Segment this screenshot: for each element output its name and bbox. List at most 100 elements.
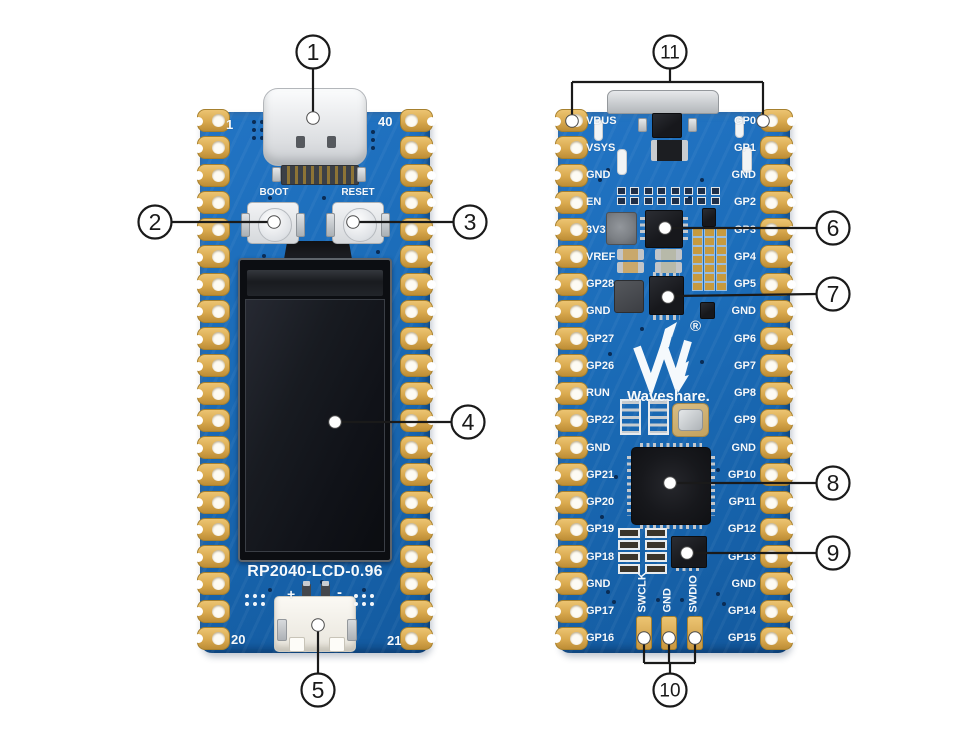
front-board-pad	[400, 517, 436, 541]
pad-grid-cell	[704, 264, 715, 273]
pad-hole	[405, 277, 418, 291]
ic-footprint	[648, 399, 669, 435]
pad-castellation	[427, 116, 436, 126]
pad-castellation	[552, 498, 561, 507]
pad-castellation	[427, 498, 436, 507]
battery-clip-left	[277, 619, 287, 641]
front-pin20-number: 20	[231, 632, 246, 647]
jumper-pad	[643, 187, 653, 195]
rp2040-pins-top	[640, 443, 702, 448]
silk-dot	[261, 594, 265, 598]
via-dot	[700, 360, 704, 364]
pad-castellation	[552, 334, 561, 344]
pad-castellation	[552, 634, 561, 644]
pad-grid-cell	[692, 255, 703, 264]
via-dot	[376, 250, 380, 254]
pad-castellation	[427, 307, 436, 317]
pad-hole	[765, 141, 778, 155]
boot-button[interactable]	[241, 202, 305, 244]
sot23-transistor	[702, 208, 716, 227]
pad-castellation	[787, 470, 796, 480]
pad-castellation	[194, 634, 203, 644]
pad-castellation	[552, 607, 561, 616]
pad-hole	[212, 250, 225, 264]
pin-label-gp27-left-8: GP27	[586, 332, 615, 345]
pad-hole	[405, 359, 418, 373]
front-pin40-number: 40	[378, 114, 393, 129]
pad-hole	[570, 468, 583, 482]
front-board-pad	[194, 109, 230, 132]
back-board-pad	[552, 109, 588, 132]
pad-hole	[765, 250, 778, 264]
pad-castellation	[552, 389, 561, 398]
pad-castellation	[787, 171, 796, 180]
boot-button-cap[interactable]	[258, 208, 292, 242]
resistor	[618, 552, 640, 562]
back-board-pad	[760, 408, 796, 432]
back-board-pad	[760, 381, 796, 405]
swd-label-gnd: GND	[661, 588, 674, 613]
silk-dot	[370, 594, 374, 598]
pin-label-gp28-left-6: GP28	[586, 278, 615, 290]
pad-castellation	[194, 416, 203, 426]
pad-grid-cell	[704, 228, 715, 237]
lcd-screen	[245, 299, 385, 552]
pad-hole	[570, 413, 583, 427]
pad-castellation	[552, 225, 561, 235]
jumper-pad	[630, 197, 640, 205]
smd-pad	[594, 119, 603, 141]
pad-castellation	[194, 171, 203, 180]
pad-hole	[570, 114, 583, 127]
flash-neighbor-chip	[614, 280, 644, 313]
pad-hole	[765, 195, 778, 209]
front-board-pad	[194, 408, 230, 432]
registered-mark: ®	[690, 318, 702, 335]
via-dot	[322, 196, 326, 200]
back-board-pad	[552, 408, 588, 432]
reset-button-cap[interactable]	[343, 208, 377, 242]
pad-castellation	[194, 143, 203, 153]
battery-clip-right	[347, 619, 357, 641]
via-dot	[252, 128, 256, 132]
front-board-pad	[194, 545, 230, 568]
front-board-pad	[194, 218, 230, 241]
pad-hole	[570, 577, 583, 591]
pad-castellation	[787, 607, 796, 616]
reset-button[interactable]	[326, 202, 390, 244]
usb-c-slot-right	[327, 136, 336, 148]
back-board-pad	[760, 572, 796, 596]
pad-hole	[405, 386, 418, 400]
pad-castellation	[552, 143, 561, 153]
front-pin1-number: 1	[226, 117, 234, 132]
back-board-pad	[552, 381, 588, 405]
pad-castellation	[552, 116, 561, 126]
pad-grid-cell	[692, 246, 703, 255]
front-board-pad	[400, 463, 436, 487]
via-dot	[600, 515, 604, 519]
pad-castellation	[552, 171, 561, 180]
pin-label-gp20-left-14: GP20	[586, 496, 615, 508]
pin-label-gp19-left-15: GP19	[586, 523, 615, 536]
front-board-pad	[194, 436, 230, 459]
pad-castellation	[787, 416, 796, 426]
capacitor	[617, 262, 644, 273]
pad-castellation	[427, 225, 436, 235]
back-board-pad	[760, 626, 796, 650]
front-board-pad	[194, 463, 230, 487]
pad-castellation	[427, 607, 436, 616]
back-board-pad	[760, 136, 796, 160]
pin-label-gp8-right-10: GP8	[733, 387, 756, 399]
jumper-pad	[710, 197, 720, 205]
front-board-pad	[194, 272, 230, 296]
pad-hole	[405, 604, 418, 618]
back-board-pad	[552, 327, 588, 350]
front-board-pad	[400, 327, 436, 350]
pad-castellation	[194, 116, 203, 126]
via-dot	[371, 138, 375, 142]
pin-label-gnd-right-7: GND	[731, 305, 756, 318]
pad-castellation	[427, 280, 436, 289]
pad-castellation	[787, 198, 796, 208]
back-board-pad	[552, 299, 588, 323]
pad-castellation	[427, 634, 436, 644]
pad-hole	[212, 386, 225, 400]
